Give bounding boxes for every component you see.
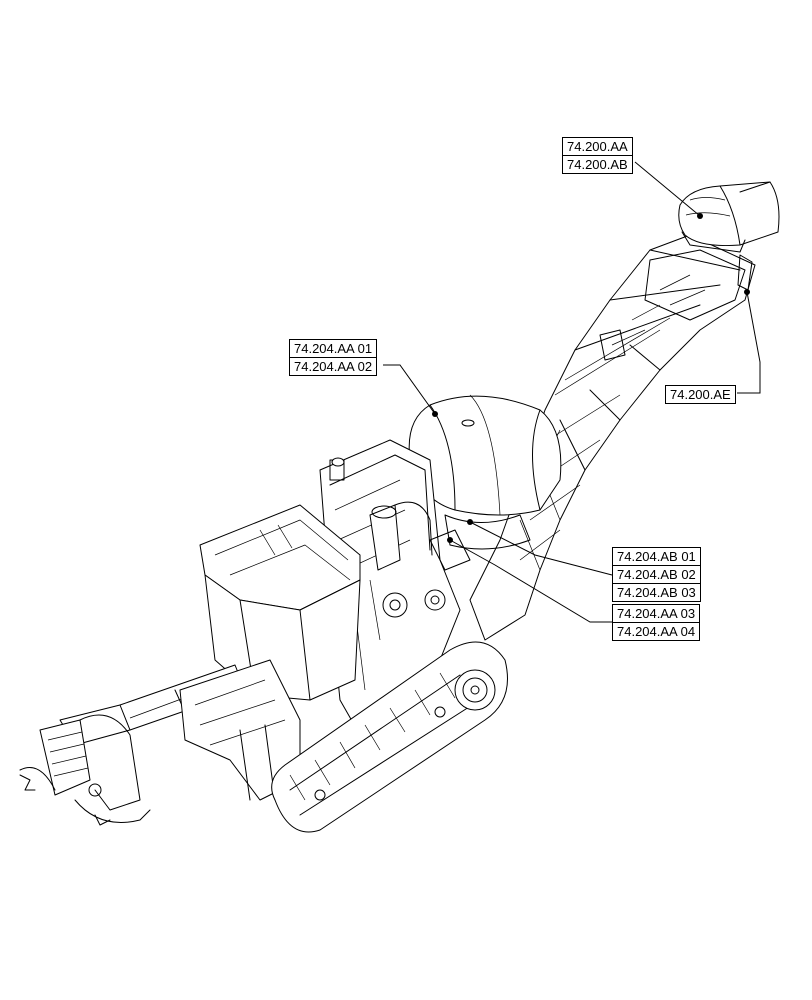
callout-label: 74.200.AA — [567, 139, 628, 154]
callout-label: 74.204.AB 03 — [613, 583, 700, 601]
track — [271, 641, 508, 833]
callout-loader-hood: 74.200.AA 74.200.AB — [562, 137, 633, 174]
callout-label: 74.200.AE — [670, 387, 731, 402]
callout-label: 74.204.AB 01 — [617, 549, 696, 564]
callout-fan-hood: 74.204.AA 01 74.204.AA 02 — [289, 339, 378, 376]
callout-label: 74.204.AA 01 — [294, 341, 373, 356]
callout-label: 74.200.AB — [563, 155, 632, 173]
callout-fan-inner: 74.204.AB 01 74.204.AB 02 74.204.AB 03 — [612, 547, 701, 602]
callout-label: 74.204.AA 03 — [617, 606, 696, 621]
elevator-boom — [469, 234, 756, 641]
loader-hood — [678, 181, 780, 253]
leader-lines — [383, 161, 761, 623]
callout-label: 74.204.AB 02 — [613, 565, 700, 583]
callout-fan-motor: 74.204.AA 03 74.204.AA 04 — [612, 604, 701, 641]
callout-loader-pin: 74.200.AE — [665, 385, 736, 404]
callout-label: 74.204.AA 02 — [290, 357, 377, 375]
callout-label: 74.204.AA 04 — [613, 622, 700, 640]
